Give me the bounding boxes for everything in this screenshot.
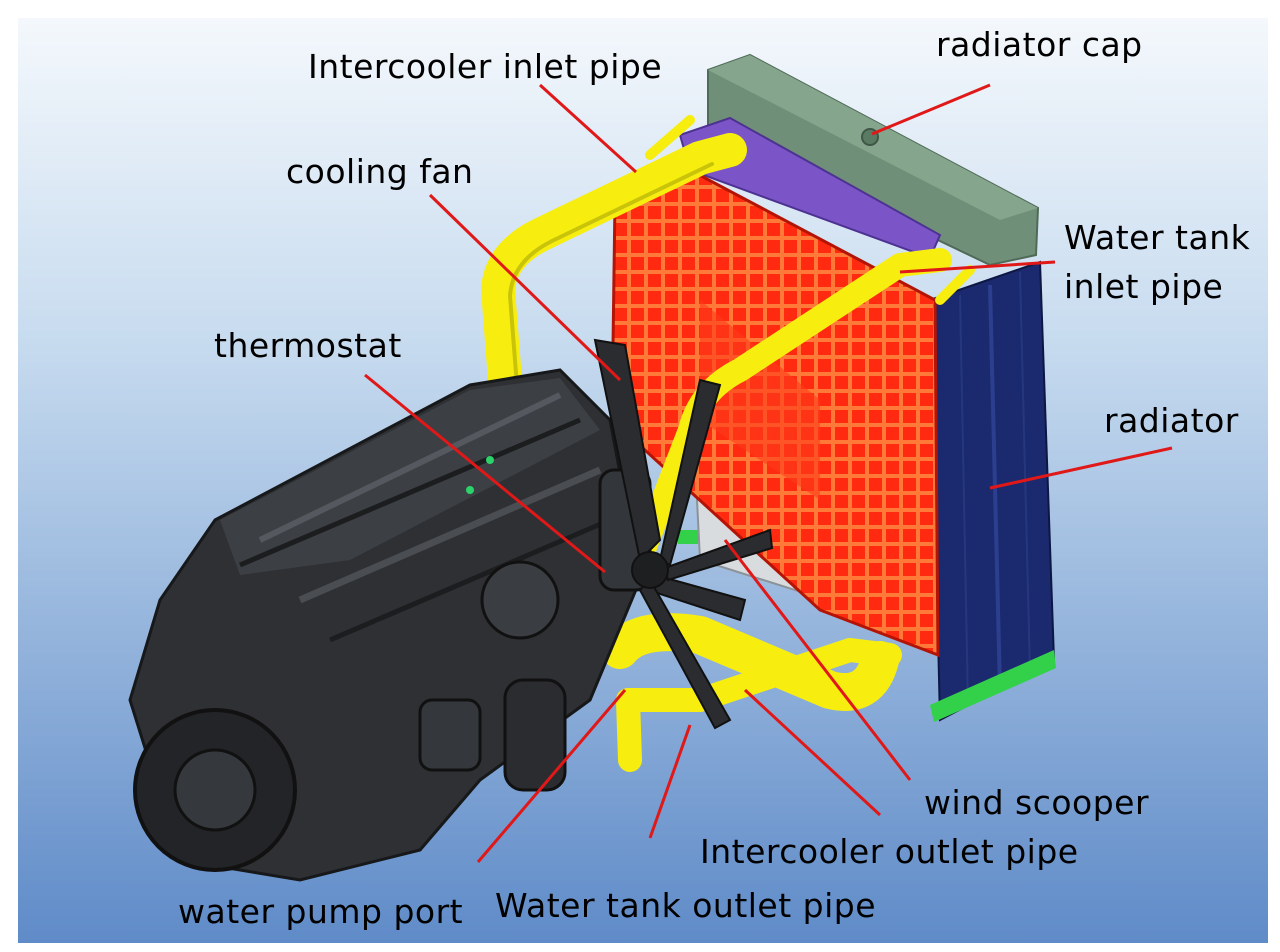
leader-water-tank-outlet-pipe	[648, 724, 692, 839]
cooling-fan-shape	[593, 338, 774, 730]
leader-wind-scooper	[723, 539, 912, 781]
label-intercooler-outlet-pipe: Intercooler outlet pipe	[700, 832, 1079, 871]
leader-intercooler-outlet-pipe	[743, 688, 882, 817]
label-cooling-fan: cooling fan	[286, 152, 474, 191]
leader-water-tank-inlet-pipe	[899, 260, 1056, 274]
leader-radiator-cap	[871, 83, 991, 136]
leader-intercooler-inlet-pipe	[538, 83, 638, 174]
leader-radiator	[989, 446, 1173, 490]
label-water-pump-port: water pump port	[178, 892, 464, 931]
leader-cooling-fan	[428, 193, 622, 382]
label-radiator-cap: radiator cap	[936, 25, 1143, 64]
intercooler-outlet-pipe-shape	[601, 613, 899, 711]
label-water-tank-inlet-pipe: Water tank inlet pipe	[1064, 213, 1250, 311]
label-water-tank-inlet-pipe-line1: Water tank	[1064, 218, 1251, 257]
label-water-tank-inlet-pipe-line2: inlet pipe	[1064, 267, 1224, 306]
radiator-assembly	[610, 53, 1056, 722]
label-radiator: radiator	[1104, 401, 1239, 440]
leader-water-pump-port	[476, 689, 627, 863]
leader-lines	[364, 83, 1173, 863]
green-clip	[678, 530, 698, 544]
leader-thermostat	[364, 373, 606, 574]
label-intercooler-inlet-pipe: Intercooler inlet pipe	[308, 47, 663, 86]
label-thermostat: thermostat	[214, 326, 402, 365]
radiator-bottom-rail	[930, 650, 1056, 722]
label-wind-scooper: wind scooper	[924, 783, 1150, 822]
label-water-tank-outlet-pipe: Water tank outlet pipe	[495, 886, 877, 925]
intercooler-inlet-pipe-shape	[481, 133, 747, 397]
